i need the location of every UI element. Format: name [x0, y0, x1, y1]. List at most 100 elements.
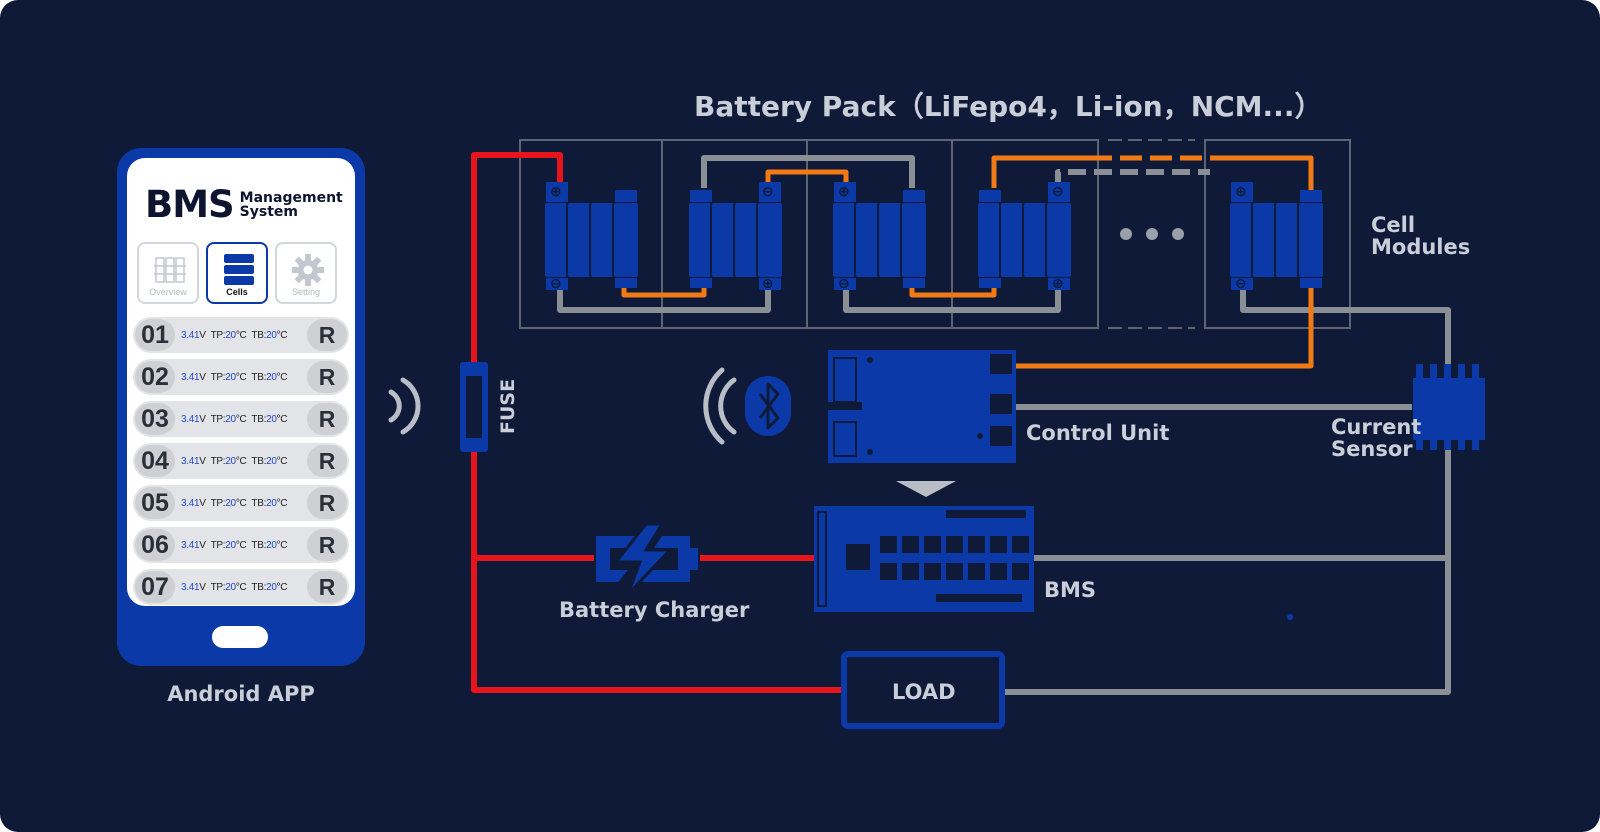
reset-button[interactable]: R [307, 403, 347, 435]
voltage-value: 3.41 [181, 581, 200, 593]
battery-charger-icon [596, 522, 698, 596]
tab-cells[interactable]: Cells [206, 242, 268, 304]
reset-button[interactable]: R [307, 445, 347, 477]
voltage-value: 3.41 [181, 539, 200, 551]
cell-number: 04 [135, 445, 175, 477]
cell-list: 01 3.41V TP:20°C TB:20°C R 02 3.41V TP:2… [133, 317, 349, 606]
tb-unit: °C [276, 329, 288, 341]
svg-text:⊕: ⊕ [1235, 184, 1247, 200]
voltage-value: 3.41 [181, 329, 200, 341]
cell-row: 06 3.41V TP:20°C TB:20°C R [133, 527, 349, 563]
cell-row: 02 3.41V TP:20°C TB:20°C R [133, 359, 349, 395]
android-phone: BMS Management System Overview [117, 148, 365, 666]
tp-unit: °C [235, 497, 247, 509]
voltage-unit: V [199, 413, 206, 425]
reset-button[interactable]: R [307, 529, 347, 561]
stray-dot [1287, 614, 1293, 620]
tb-label: TB: [251, 413, 267, 425]
svg-text:⊕: ⊕ [1052, 276, 1064, 292]
bms-logo: BMS Management System [145, 186, 343, 223]
diagram-title: Battery Pack（LiFepo4，Li-ion，NCM...） [694, 90, 1322, 123]
logo-subtitle: Management System [240, 191, 343, 219]
control-unit-label: Control Unit [1026, 421, 1169, 445]
current-sensor-chip [1413, 364, 1485, 450]
reset-button[interactable]: R [307, 361, 347, 393]
cell-module-3: ⊕ ⊖ [831, 182, 928, 292]
tb-label: TB: [251, 455, 267, 467]
battery-pack-icon [154, 257, 186, 283]
tp-label: TP: [210, 371, 226, 383]
tp-label: TP: [210, 497, 226, 509]
cell-row: 03 3.41V TP:20°C TB:20°C R [133, 401, 349, 437]
cell-modules-label-1: Cell [1371, 213, 1415, 237]
reset-button[interactable]: R [307, 571, 347, 603]
cell-number: 06 [135, 529, 175, 561]
cell-values: 3.41V TP:20°C TB:20°C [181, 497, 288, 509]
voltage-unit: V [199, 455, 206, 467]
cell-row: 01 3.41V TP:20°C TB:20°C R [133, 317, 349, 353]
current-sensor-label-1: Current [1331, 415, 1421, 439]
tab-overview-label: Overview [149, 287, 187, 297]
reset-button[interactable]: R [307, 487, 347, 519]
cell-module-2: ⊖ ⊕ [687, 182, 784, 292]
cell-values: 3.41V TP:20°C TB:20°C [181, 329, 288, 341]
load-label: LOAD [892, 680, 956, 704]
tp-value: 20 [225, 581, 236, 593]
reset-button[interactable]: R [307, 319, 347, 351]
tp-value: 20 [225, 413, 236, 425]
tb-label: TB: [251, 581, 267, 593]
tp-value: 20 [225, 455, 236, 467]
cell-values: 3.41V TP:20°C TB:20°C [181, 581, 288, 593]
tp-unit: °C [235, 371, 247, 383]
logo-bms-text: BMS [145, 183, 235, 226]
tb-unit: °C [276, 455, 288, 467]
bluetooth-icon [703, 367, 791, 445]
red-wires [471, 152, 842, 693]
tb-label: TB: [251, 539, 267, 551]
svg-text:⊖: ⊖ [1052, 184, 1064, 200]
home-button[interactable] [212, 626, 268, 648]
cell-number: 05 [135, 487, 175, 519]
voltage-unit: V [199, 497, 206, 509]
tb-value: 20 [266, 539, 277, 551]
svg-text:⊖: ⊖ [550, 276, 562, 292]
voltage-value: 3.41 [181, 413, 200, 425]
ellipsis-dots [1120, 228, 1184, 240]
tb-value: 20 [266, 455, 277, 467]
cell-modules-label-2: Modules [1371, 235, 1470, 259]
tab-cells-label: Cells [226, 287, 248, 297]
cell-module-5: ⊕ ⊖ [1228, 182, 1325, 292]
cell-row: 05 3.41V TP:20°C TB:20°C R [133, 485, 349, 521]
tab-setting[interactable]: Setting [275, 242, 337, 304]
tp-value: 20 [225, 329, 236, 341]
tab-overview[interactable]: Overview [137, 242, 199, 304]
tb-value: 20 [266, 329, 277, 341]
tp-unit: °C [235, 581, 247, 593]
bms-board [814, 506, 1034, 612]
tb-unit: °C [276, 539, 288, 551]
tb-unit: °C [276, 371, 288, 383]
tp-unit: °C [235, 539, 247, 551]
cell-row: 07 3.41V TP:20°C TB:20°C R [133, 569, 349, 605]
voltage-unit: V [199, 539, 206, 551]
tb-unit: °C [276, 581, 288, 593]
tp-unit: °C [235, 413, 247, 425]
cell-values: 3.41V TP:20°C TB:20°C [181, 371, 288, 383]
voltage-value: 3.41 [181, 455, 200, 467]
tb-value: 20 [266, 497, 277, 509]
cells-icon [224, 254, 254, 285]
android-app-label: Android APP [167, 682, 315, 706]
current-sensor-label-2: Sensor [1331, 437, 1413, 461]
tab-setting-label: Setting [291, 287, 321, 297]
tp-label: TP: [210, 413, 226, 425]
voltage-unit: V [199, 329, 206, 341]
tb-label: TB: [251, 371, 267, 383]
phone-screen: BMS Management System Overview [127, 158, 355, 606]
tb-label: TB: [251, 497, 267, 509]
battery-charger-label: Battery Charger [559, 598, 750, 622]
voltage-unit: V [199, 581, 206, 593]
tb-value: 20 [266, 581, 277, 593]
module-frames [519, 139, 1351, 329]
svg-text:⊖: ⊖ [1235, 276, 1247, 292]
fuse-label: FUSE [497, 379, 519, 434]
